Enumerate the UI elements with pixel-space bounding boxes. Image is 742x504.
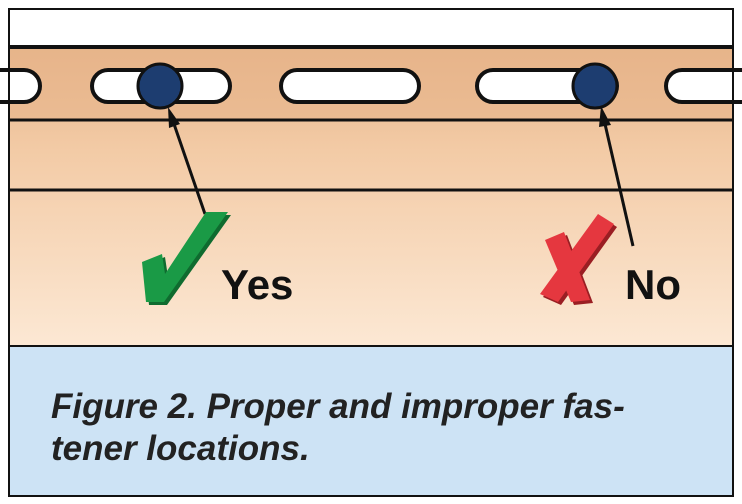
- fastener-correct: [136, 62, 184, 110]
- nail-slot: [0, 68, 42, 104]
- figure-border: [8, 8, 734, 497]
- figure-caption: Figure 2. Proper and improper fas-tener …: [51, 387, 625, 468]
- fastener-incorrect: [571, 62, 619, 110]
- label-no: No: [625, 261, 681, 308]
- label-yes: Yes: [221, 261, 293, 308]
- nail-slot: [664, 68, 742, 104]
- arrow-yes: [168, 107, 207, 215]
- caption-background: [9, 346, 733, 496]
- x-mark-icon: [540, 214, 617, 305]
- check-mark-icon: [142, 212, 231, 305]
- arrow-no: [599, 106, 635, 247]
- nail-slot: [279, 68, 421, 104]
